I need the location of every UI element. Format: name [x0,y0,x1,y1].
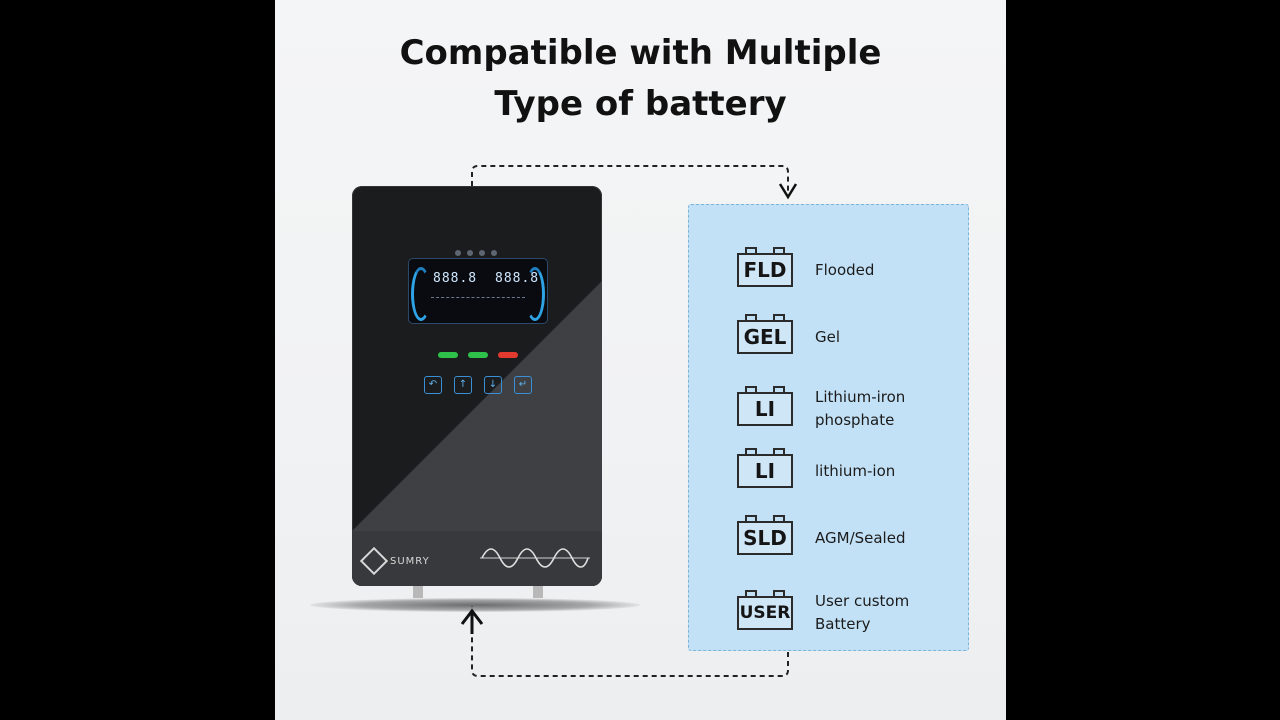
battery-item: LI lithium-ion [737,448,935,488]
bottom-connector-line [471,606,789,677]
battery-label: AGM/Sealed [815,528,906,547]
status-led-green [438,352,458,358]
battery-item: SLD AGM/Sealed [737,515,935,555]
down-arrow-icon [778,183,798,200]
indicator-dot [455,250,461,256]
indicator-dot [491,250,497,256]
battery-icon: GEL [737,314,793,354]
battery-icon: SLD [737,515,793,555]
enter-button[interactable]: ↵ [514,376,532,394]
sine-wave-icon [480,548,590,568]
title-line-2: Type of battery [494,84,787,124]
battery-label: lithium-ion [815,461,896,480]
product-image: Compatible with Multiple Type of battery… [275,0,1006,720]
lcd-flow-icons [431,297,525,316]
battery-item: FLD Flooded [737,247,935,287]
status-led-red [498,352,518,358]
lcd-segments-right: 888.8 [495,271,540,286]
lcd-segments-left: 888.8 [433,271,478,286]
esc-button[interactable]: ↶ [424,376,442,394]
device-face [352,281,602,586]
battery-types-panel: FLD Flooded GEL Gel LI Lithium-iron phos… [688,204,969,651]
brand-logo: SUMRY [359,546,430,576]
battery-icon: USER [737,590,793,630]
inverter-device: 888.8 888.8 ↶ ↑ ↓ ↵ SUMRY [352,186,602,586]
battery-icon: FLD [737,247,793,287]
battery-item: USER User custom Battery [737,590,935,636]
battery-icon: LI [737,448,793,488]
down-button[interactable]: ↓ [484,376,502,394]
top-connector-line [471,165,789,196]
battery-item: GEL Gel [737,314,935,354]
battery-icon: LI [737,386,793,426]
device-foot [533,586,543,598]
lcd-display: 888.8 888.8 [409,259,547,323]
title-line-1: Compatible with Multiple [399,33,882,73]
page-title: Compatible with Multiple Type of battery [275,28,1006,130]
battery-label: Flooded [815,260,875,279]
battery-item: LI Lithium-iron phosphate [737,386,935,432]
battery-label: Gel [815,327,841,346]
indicator-dot [479,250,485,256]
device-shadow [310,598,640,612]
up-button[interactable]: ↑ [454,376,472,394]
device-foot [413,586,423,598]
status-led-green [468,352,488,358]
battery-label: Lithium-iron phosphate [815,388,906,429]
brand-name: SUMRY [390,555,430,567]
diamond-logo-icon [359,546,389,576]
indicator-dot [467,250,473,256]
battery-label: User custom Battery [815,592,910,633]
